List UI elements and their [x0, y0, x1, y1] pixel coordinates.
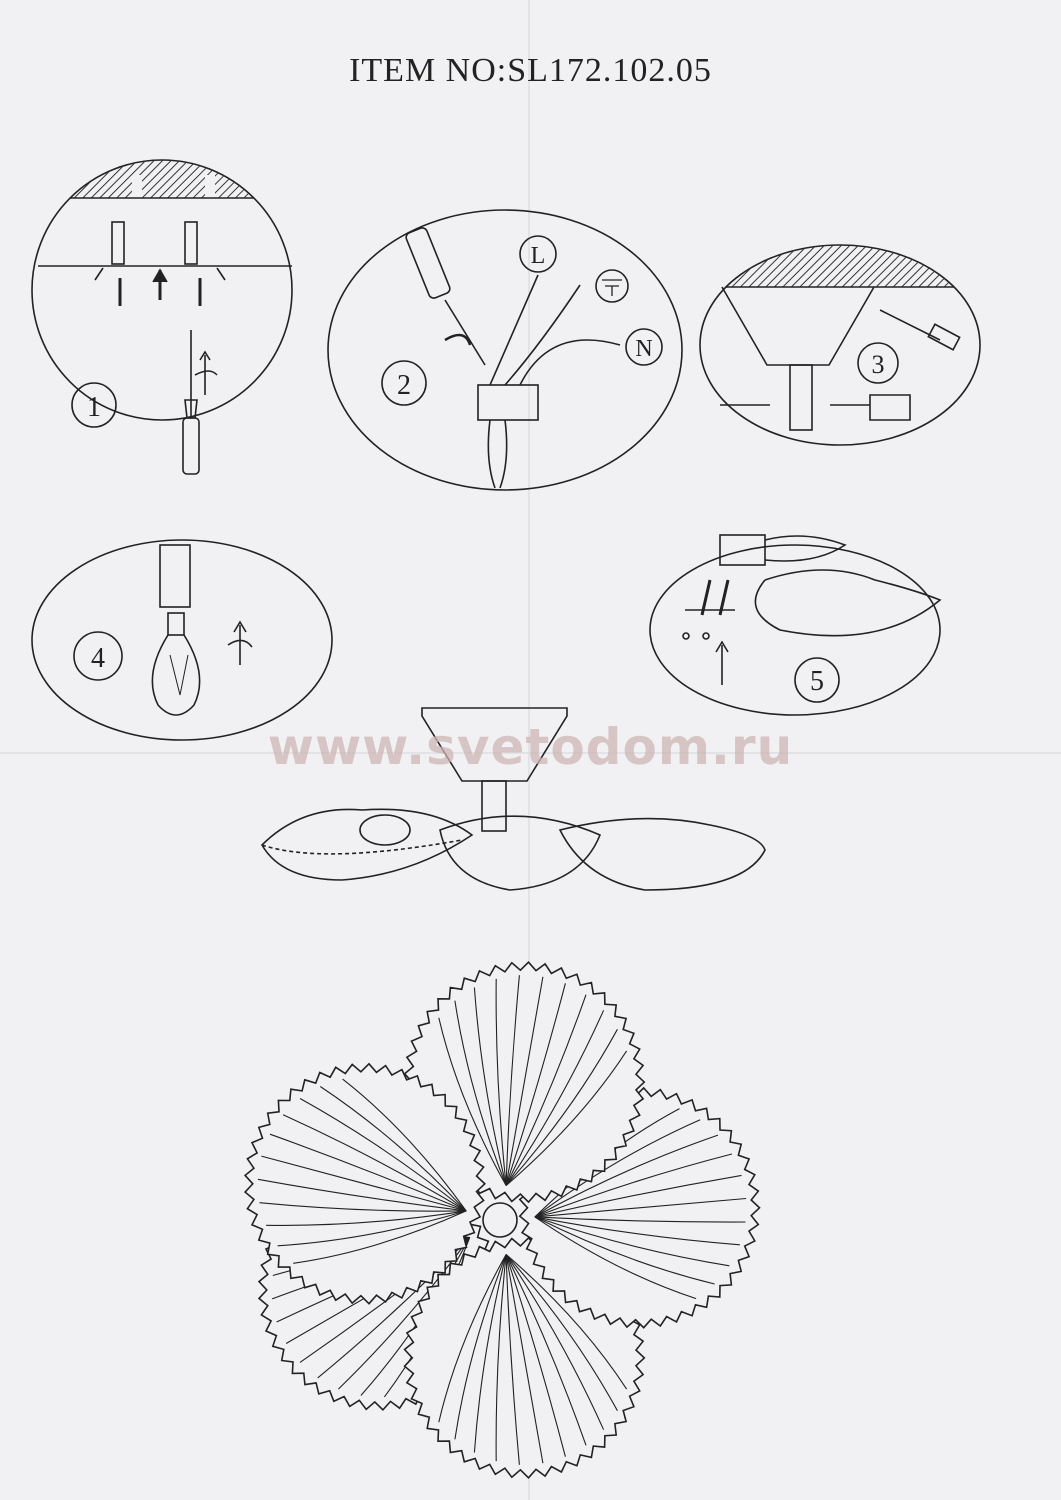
step-2-number: 2 [397, 370, 411, 401]
step-4-insert-bulb: 4 [31, 539, 333, 741]
shell-rib [505, 1050, 628, 1186]
shell-rib [505, 1254, 544, 1464]
step-3-attach-canopy: 3 [699, 244, 981, 446]
shell-rib [438, 1254, 507, 1423]
live-wire-label: L [531, 243, 546, 269]
neutral-wire-label: N [635, 336, 652, 362]
shell-rib [261, 1155, 467, 1212]
step-2-wiring: L N 2 [327, 209, 683, 491]
shell-rib [534, 1216, 715, 1285]
shell-rib [282, 1114, 467, 1212]
shell-rib [293, 1210, 467, 1264]
shell-rib [505, 975, 520, 1186]
shell-rib [534, 1216, 746, 1223]
step-5-number: 5 [810, 666, 824, 697]
step-5-attach-shade: 5 [649, 534, 942, 716]
shell-rib [505, 994, 587, 1186]
shell-rib [342, 1078, 467, 1212]
paper-fold-horizontal [0, 752, 1061, 754]
shell-rib [505, 1254, 587, 1446]
shell-rib [534, 1216, 697, 1300]
shell-rib [505, 1029, 618, 1186]
shell-rib [534, 1174, 742, 1218]
lamp-top-view [243, 961, 761, 1479]
shell-rib [266, 1210, 467, 1226]
shell-rib [319, 1086, 467, 1212]
watermark: www.svetodom.ru [267, 718, 794, 776]
shell-rib [505, 1254, 605, 1430]
shell-rib [495, 978, 507, 1186]
shell-rib [534, 1216, 730, 1267]
shell-rib [454, 1000, 507, 1186]
ground-symbol-icon [595, 269, 629, 303]
shell-rib [277, 1210, 467, 1247]
shell-rib [259, 1202, 467, 1212]
shell-rib [257, 1178, 467, 1212]
shell-rib [495, 1254, 507, 1462]
item-number-title: ITEM NO:SL172.102.05 [349, 52, 712, 89]
shell-rib [505, 976, 544, 1186]
shell-rib [269, 1133, 467, 1212]
shell-rib [473, 1254, 507, 1453]
shell-rib [505, 1254, 618, 1411]
shell-rib [505, 1254, 628, 1390]
shell-rib [299, 1098, 467, 1212]
shell-rib [534, 1119, 701, 1218]
shell-rib [534, 1197, 747, 1218]
shell-rib [534, 1134, 719, 1218]
shell-rib [534, 1216, 740, 1246]
shell-rib [505, 1254, 566, 1457]
shell-rib [505, 983, 566, 1186]
shell-rib [454, 1254, 507, 1440]
step-1-ceiling-mounting: 1 [31, 159, 293, 475]
shell-rib [534, 1153, 733, 1218]
shell-rib [438, 1017, 507, 1186]
paper-fold-vertical [528, 0, 530, 1500]
step-4-number: 4 [91, 643, 105, 674]
shell-rib [473, 987, 507, 1186]
shell-rib [505, 1010, 605, 1186]
shell-rib [505, 1254, 520, 1465]
lamp-side-view [261, 707, 766, 891]
step-3-number: 3 [872, 350, 885, 379]
step-1-number: 1 [87, 392, 101, 423]
